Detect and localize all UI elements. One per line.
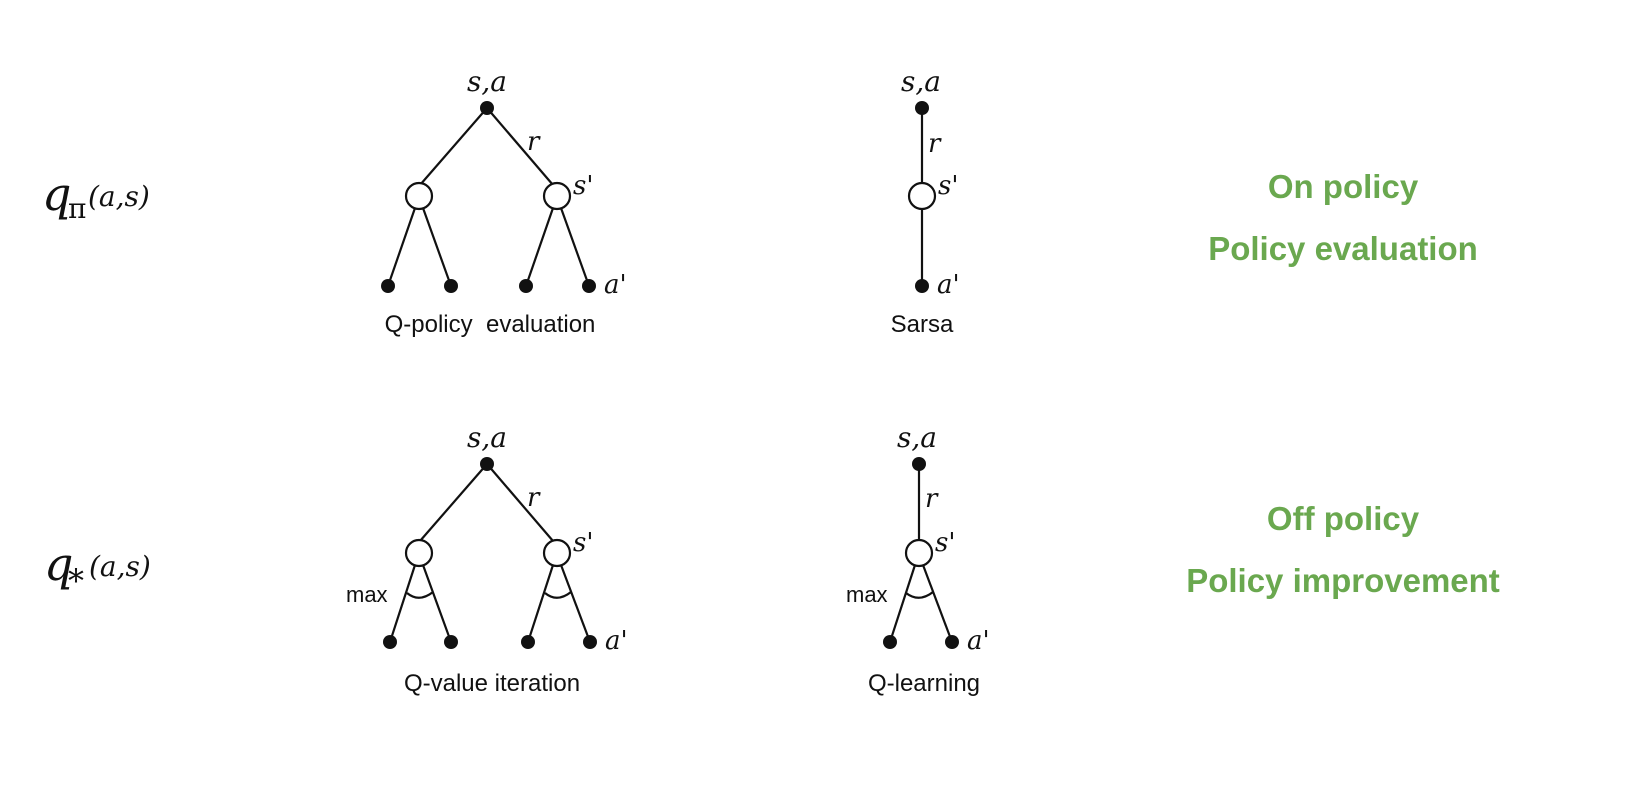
edge: [388, 564, 417, 643]
action-node: [582, 279, 596, 293]
diagram-caption: Q-policy evaluation: [385, 311, 596, 338]
state-node: [907, 181, 937, 211]
root-label: s,a: [467, 421, 507, 454]
edge: [486, 107, 554, 186]
action-node: [519, 279, 533, 293]
diagram-q-learning: s,a r s' max a' Q-learning: [846, 421, 990, 697]
policy-type-label: On policy: [1268, 168, 1419, 205]
next-state-label: s': [938, 171, 959, 201]
next-state-label: s': [935, 528, 956, 558]
diagram-caption: Sarsa: [891, 311, 954, 338]
reward-label: r: [527, 127, 541, 157]
root-label: s,a: [897, 421, 937, 454]
edge: [421, 564, 453, 643]
next-action-label: a': [937, 270, 960, 300]
q-subscript-star: *: [68, 562, 84, 600]
edge: [526, 564, 555, 643]
state-action-node: [915, 101, 929, 115]
edge: [421, 207, 453, 287]
edge: [888, 564, 917, 643]
edge: [559, 564, 592, 643]
diagram-caption: Q-learning: [868, 670, 980, 697]
state-action-node: [912, 457, 926, 471]
action-node: [915, 279, 929, 293]
edge: [559, 207, 591, 287]
max-arc: [544, 591, 572, 599]
state-node: [404, 181, 434, 211]
state-node: [542, 538, 572, 568]
diagram-caption: Q-value iteration: [404, 670, 580, 697]
action-node: [444, 635, 458, 649]
action-node: [883, 635, 897, 649]
reward-label: r: [925, 484, 939, 514]
state-action-node: [480, 457, 494, 471]
edge: [386, 207, 417, 287]
diagram-sarsa: s,a r s' a' Sarsa: [891, 65, 960, 338]
q-symbol: q: [42, 167, 71, 221]
root-label: s,a: [467, 65, 507, 98]
diagram-q-policy-evaluation: s,a r s' a' Q-policy evaluation: [381, 65, 627, 338]
q-args: (a,s): [89, 550, 151, 583]
edge: [419, 107, 488, 186]
state-node: [542, 181, 572, 211]
edge: [524, 207, 555, 287]
action-node: [583, 635, 597, 649]
action-node: [521, 635, 535, 649]
state-node: [904, 538, 934, 568]
action-node: [945, 635, 959, 649]
next-action-label: a': [967, 626, 990, 656]
action-node: [444, 279, 458, 293]
q-args: (a,s): [88, 180, 150, 213]
policy-task-label: Policy improvement: [1186, 562, 1500, 599]
edge: [419, 463, 488, 542]
edge: [486, 463, 554, 542]
max-label: max: [346, 582, 388, 607]
state-action-node: [480, 101, 494, 115]
root-label: s,a: [901, 65, 941, 98]
q-symbol: q: [44, 537, 73, 591]
reward-label: r: [928, 129, 942, 159]
policy-type-label: Off policy: [1267, 500, 1420, 537]
next-state-label: s': [573, 528, 594, 558]
next-action-label: a': [604, 270, 627, 300]
state-node: [404, 538, 434, 568]
action-node: [381, 279, 395, 293]
q-subscript-pi: π: [68, 192, 86, 225]
max-arc: [905, 591, 934, 599]
max-label: max: [846, 582, 888, 607]
diagram-q-value-iteration: s,a r s' max a' Q-value iteration: [346, 421, 628, 697]
row-q-pi: q π (a,s) s,a r s' a' Q-policy evaluatio…: [42, 65, 1478, 338]
edge: [921, 564, 954, 643]
next-state-label: s': [573, 171, 594, 201]
action-node: [383, 635, 397, 649]
next-action-label: a': [605, 626, 628, 656]
max-arc: [406, 591, 434, 599]
reward-label: r: [527, 483, 541, 513]
policy-task-label: Policy evaluation: [1208, 230, 1478, 267]
row-q-star: q * (a,s) s,a r s' max a' Q-value iterat: [44, 421, 1500, 697]
